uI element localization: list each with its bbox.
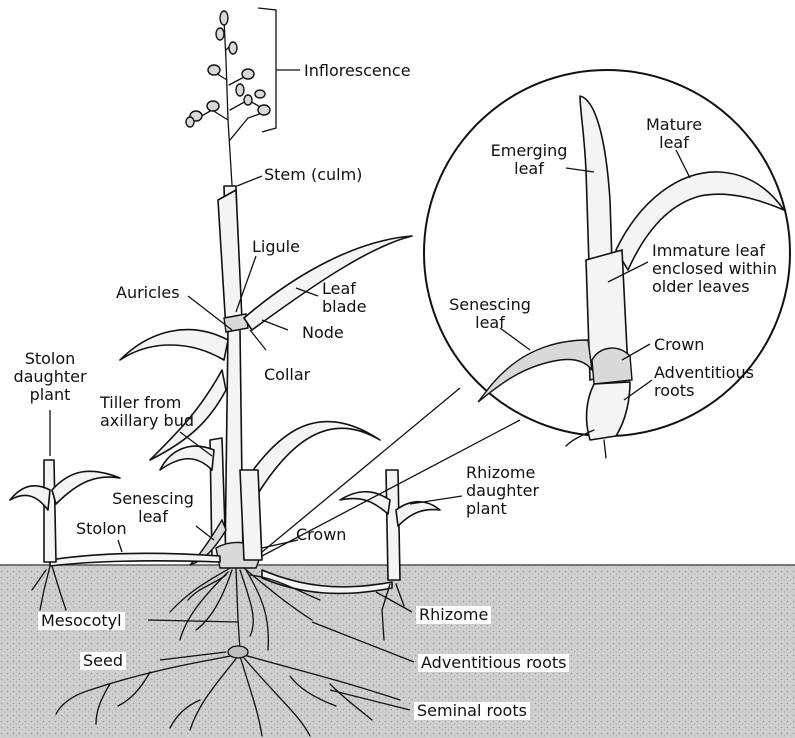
label-auricles: Auricles [116,284,180,302]
label-tiller: Tiller from axillary bud [100,394,194,430]
label-leaf-blade: Leaf blade [322,280,366,316]
label-stem-culm: Stem (culm) [264,166,362,184]
label-rhizome: Rhizome [416,606,491,624]
label-crown-main: Crown [296,526,346,544]
label-seminal-roots: Seminal roots [414,702,530,720]
label-stolon-daughter-plant: Stolon daughter plant [12,350,88,404]
label-collar: Collar [264,366,310,384]
label-senescing-leaf-inset: Senescing leaf [440,296,540,332]
label-immature-leaf: Immature leaf enclosed within older leav… [652,242,777,296]
label-mesocotyl: Mesocotyl [38,612,125,630]
label-emerging-leaf: Emerging leaf [482,142,576,178]
label-mature-leaf: Mature leaf [634,116,714,152]
label-node: Node [302,324,344,342]
label-rhizome-daughter-plant: Rhizome daughter plant [466,464,539,518]
label-seed: Seed [80,652,126,670]
label-ligule: Ligule [252,238,300,256]
label-stolon: Stolon [76,520,127,538]
label-adventitious-roots-inset: Adventitious roots [654,364,754,400]
label-crown-inset: Crown [654,336,704,354]
label-adventitious-roots-main: Adventitious roots [418,654,569,672]
label-inflorescence: Inflorescence [304,62,411,80]
stolon [50,553,220,566]
